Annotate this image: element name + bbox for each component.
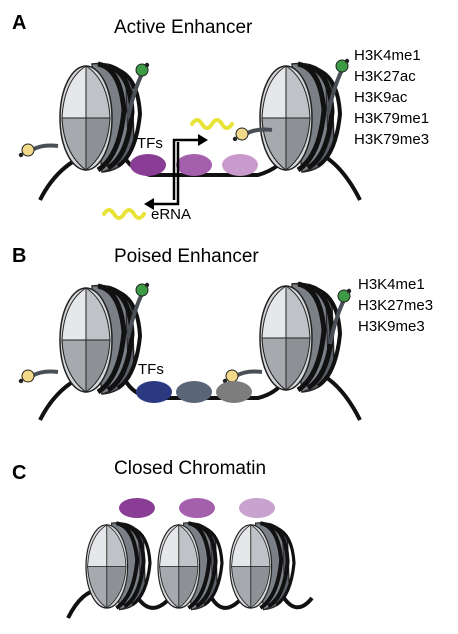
tf-a-1	[130, 154, 166, 176]
tf-c-1	[119, 498, 155, 518]
panel-c-title: Closed Chromatin	[114, 458, 266, 479]
nucleosome-c-1	[86, 523, 150, 610]
tf-b-2	[176, 381, 212, 403]
nucleosome-a-right	[260, 63, 340, 172]
erna-label: eRNA	[151, 206, 191, 223]
mark-a-3: H3K9ac	[354, 89, 408, 106]
mark-b-yellow-left	[16, 368, 60, 386]
panel-a-letter: A	[12, 12, 26, 34]
tf-b-3	[216, 381, 252, 403]
mark-a-2: H3K27ac	[354, 68, 416, 85]
mark-a-5: H3K79me3	[354, 131, 429, 148]
tf-c-3	[239, 498, 275, 518]
methyl-mark-a-left	[16, 142, 60, 160]
panel-c: C Closed Chromatin	[12, 458, 314, 619]
nucleosome-c-2	[158, 523, 222, 610]
panel-a-title: Active Enhancer	[114, 17, 253, 38]
mark-b-2: H3K27me3	[358, 297, 433, 314]
dna-strand-c	[66, 588, 314, 619]
tf-label-b: TFs	[138, 361, 164, 378]
erna-down	[102, 208, 146, 220]
tf-a-2	[176, 154, 212, 176]
mark-a-4: H3K79me1	[354, 110, 429, 127]
tf-c-2	[179, 498, 215, 518]
tf-label-a: TFs	[137, 135, 163, 152]
transcription-arrows	[144, 134, 208, 210]
panel-b-title: Poised Enhancer	[114, 246, 259, 267]
erna-up	[190, 118, 234, 130]
mark-b-yellow-right	[220, 368, 264, 386]
panel-a: A Active Enhancer TFs eRNA H3K4me1 H3K27…	[12, 12, 429, 223]
panel-b-letter: B	[12, 245, 26, 267]
mark-a-1: H3K4me1	[354, 47, 421, 64]
mark-b-1: H3K4me1	[358, 276, 425, 293]
panel-c-letter: C	[12, 462, 26, 484]
nucleosome-c-3	[230, 523, 294, 610]
tf-a-3	[222, 154, 258, 176]
tf-b-1	[136, 381, 172, 403]
mark-b-3: H3K9me3	[358, 318, 425, 335]
nucleosome-b-right	[260, 283, 340, 392]
nucleosome-b-left	[60, 285, 140, 394]
panel-b: B Poised Enhancer TFs H3K4me1 H3K27me3 H…	[12, 245, 433, 421]
